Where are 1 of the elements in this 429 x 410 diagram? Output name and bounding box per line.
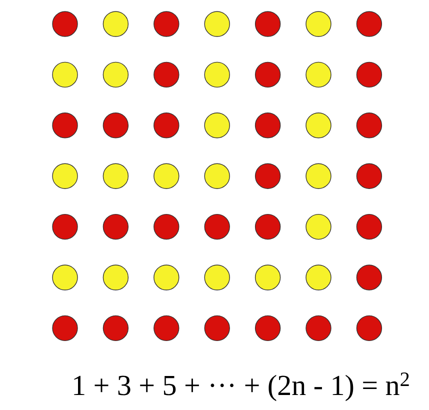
formula: 1 + 3 + 5 + ··· + (2n - 1) = n$^{2}$: [74, 372, 409, 402]
